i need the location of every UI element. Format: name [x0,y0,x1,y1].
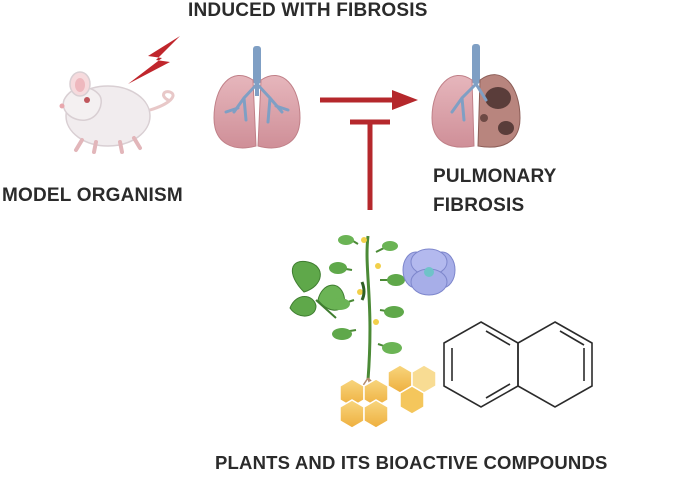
honeycomb-icon [339,364,437,429]
fibrotic-lungs-icon [431,44,521,148]
pulmonary-label-line2: FIBROSIS [433,195,525,216]
naphthalene-structure-icon [443,321,593,408]
mouse-icon [59,71,175,154]
inhibition-symbol [350,119,390,210]
plants-compounds-label: PLANTS AND ITS BIOACTIVE COMPOUNDS [215,452,608,473]
induced-label: INDUCED WITH FIBROSIS [188,0,428,21]
lightning-bolt-icon [128,36,180,84]
progression-arrow [320,90,418,110]
flower-icon [402,248,456,296]
healthy-lungs-icon [213,46,301,149]
pulmonary-label-line1: PULMONARY [433,166,557,187]
plant-icon [329,235,405,393]
pulmonary-fibrosis-label: PULMONARY FIBROSIS [433,162,557,220]
model-organism-label: MODEL ORGANISM [2,185,183,206]
